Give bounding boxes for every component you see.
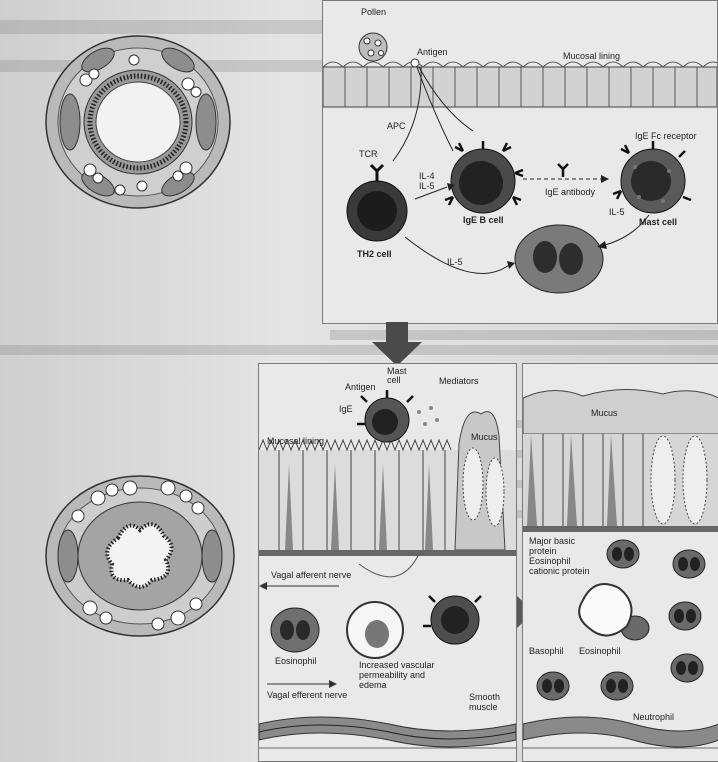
mucosal-lining-label: Mucosal lining (563, 51, 620, 61)
vagal-afferent-label: Vagal afferent nerve (271, 570, 351, 580)
ige-b-cell-label: IgE B cell (463, 215, 504, 225)
smooth-muscle-label-1: Smooth (469, 692, 500, 702)
early-response-panel: Antigen Mast cell Mediators IgE Mucosal … (258, 363, 517, 762)
smooth-muscle-label-2: muscle (469, 702, 498, 712)
eosinophil-label: Eosinophil (275, 656, 317, 666)
sensitization-illustration (323, 1, 717, 323)
pollen-label: Pollen (361, 7, 386, 17)
mast-cell-label: Mast cell (639, 217, 677, 227)
antigen-label-2: Antigen (345, 382, 376, 392)
vagal-efferent-label: Vagal efferent nerve (267, 690, 347, 700)
apc-label: APC (387, 121, 406, 131)
mediators-label: Mediators (439, 376, 479, 386)
il5-label-b: IL-5 (609, 207, 625, 217)
mucosal-lining-label-2: Mucosal lining (267, 436, 324, 446)
mucus-label: Mucus (471, 432, 498, 442)
asthmatic-airway-cross-section (38, 468, 243, 643)
il4-label: IL-4 (419, 171, 435, 181)
sensitization-panel: Pollen Antigen Mucosal lining APC TCR IL… (322, 0, 718, 324)
eosinophil-label-2: Eosinophil (579, 646, 621, 656)
mucus-label-2: Mucus (591, 408, 618, 418)
tcr-label: TCR (359, 149, 378, 159)
late-response-panel: Mucus Major basic protein Eosinophil cat… (522, 363, 718, 762)
antigen-label: Antigen (417, 47, 448, 57)
ige-label: IgE (339, 404, 353, 414)
down-arrow (370, 322, 424, 366)
il5-label: IL-5 (419, 181, 435, 191)
ige-antibody-label: IgE antibody (545, 187, 595, 197)
normal-airway-cross-section (38, 30, 238, 215)
basophil-label: Basophil (529, 646, 564, 656)
ige-fc-receptor-label: IgE Fc receptor (635, 131, 697, 141)
major-basic-protein-label: Major basic protein Eosinophil cationic … (529, 536, 599, 576)
neutrophil-label: Neutrophil (633, 712, 674, 722)
mast-label-line2: cell (387, 375, 401, 385)
vascular-label: Increased vascular permeability and edem… (359, 660, 439, 690)
il5-label-c: IL-5 (447, 257, 463, 267)
th2-cell-label: TH2 cell (357, 249, 392, 259)
